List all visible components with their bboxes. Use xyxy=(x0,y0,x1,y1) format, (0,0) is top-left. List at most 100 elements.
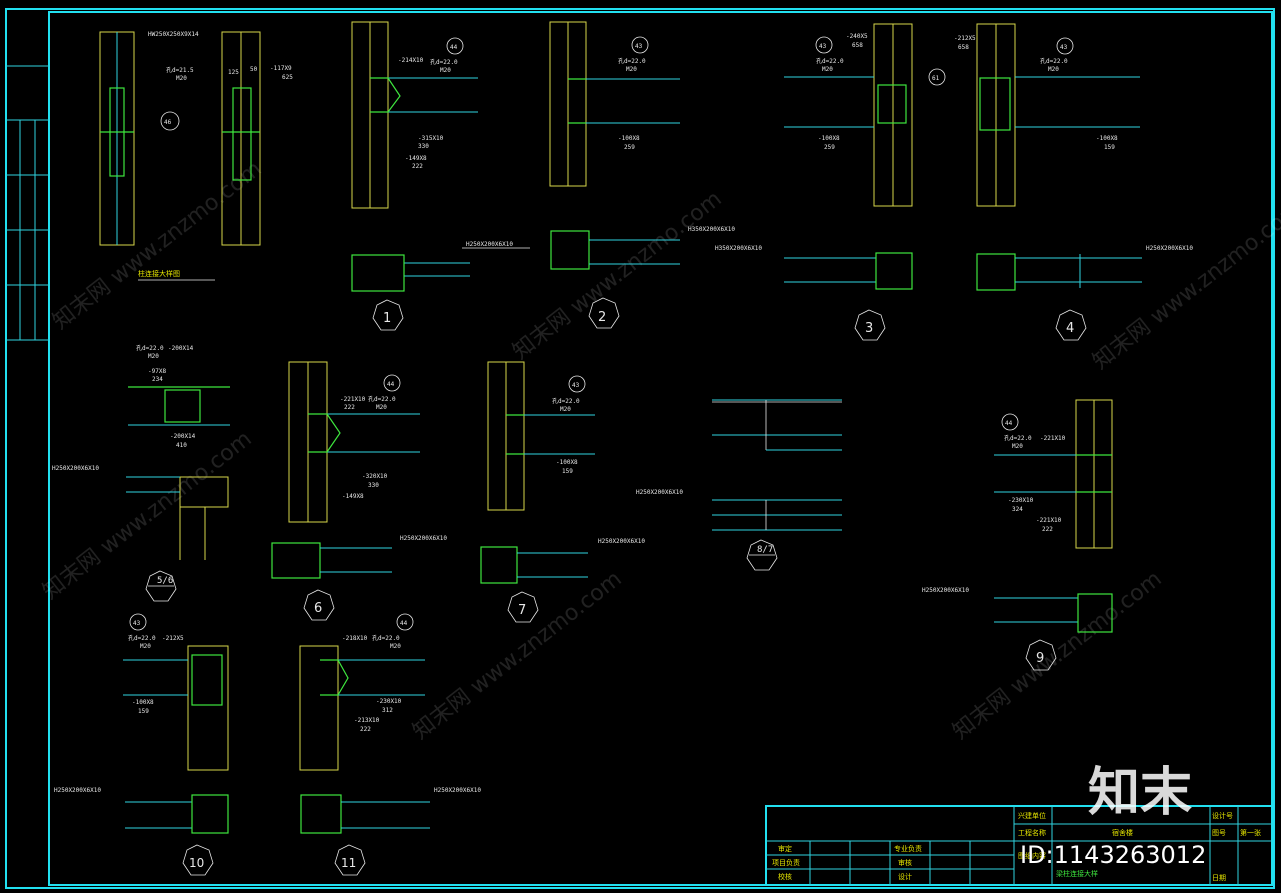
detail-number: 4 xyxy=(1066,321,1074,336)
callout-label: 61 xyxy=(932,75,940,82)
row-review: 审核 xyxy=(898,858,912,867)
label-date: 日期 xyxy=(1212,874,1226,882)
row-design: 设计 xyxy=(898,872,912,881)
detail-6: 44 孔d=22.0 M20 -221X10 222 -320X10 330 -… xyxy=(271,361,447,621)
project-value: 宿舍楼 xyxy=(1112,828,1133,837)
plate-label: -100X8 xyxy=(818,135,840,142)
beam-label: H250X200X6X10 xyxy=(1146,245,1193,252)
column-splice-detail: HW250X250X9X14 孔d=21.5 M20 -117X9 625 12… xyxy=(99,31,293,281)
row-check: 校核 xyxy=(778,872,792,881)
dim-label: 312 xyxy=(382,707,393,714)
detail-number: 8/7 xyxy=(757,545,773,555)
beam-label: H250X200X6X10 xyxy=(434,787,481,794)
plate-label: -214X10 xyxy=(398,57,424,64)
binding-strip xyxy=(6,65,49,341)
label-sheet-no: 图号 xyxy=(1212,829,1226,837)
plate-label: -212X5 xyxy=(954,35,976,42)
callout-label: 43 xyxy=(819,43,827,50)
bolt-hole-label: 孔d=21.5 xyxy=(166,66,194,74)
bolt-label: M20 xyxy=(626,66,637,73)
detail-number: 11 xyxy=(341,856,356,870)
watermark-text: 知末网 www.znzmo.com xyxy=(48,157,266,335)
plate-label: -213X10 xyxy=(354,717,380,724)
bolt-hole-label: 孔d=22.0 xyxy=(552,397,580,405)
dim-label: 159 xyxy=(138,708,149,715)
detail-number: 1 xyxy=(383,311,391,326)
dim-label: 658 xyxy=(958,44,969,51)
plate-label: -218X10 xyxy=(342,635,368,642)
dim-label: 330 xyxy=(368,482,379,489)
bolt-label: M20 xyxy=(1048,66,1059,73)
detail-3: 43 孔d=22.0 M20 -240X5 658 -100X8 259 H35… xyxy=(715,23,913,341)
detail-5-6: 孔d=22.0 M20 -97X8 234 -200X14 410 -200X1… xyxy=(52,344,230,602)
plate-label: -100X8 xyxy=(1096,135,1118,142)
watermark-text: 知末网 www.znzmo.com xyxy=(508,187,726,365)
bolt-hole-label: 孔d=22.0 xyxy=(1040,57,1068,65)
dim-label: 259 xyxy=(824,144,835,151)
sheet-value: 第一张 xyxy=(1240,828,1261,837)
bolt-hole-label: 孔d=22.0 xyxy=(618,57,646,65)
dim-label: 234 xyxy=(152,376,163,383)
detail-1: 44 孔d=22.0 M20 -214X10 -315X10 -149X8 33… xyxy=(351,21,530,331)
row-manager: 项目负责 xyxy=(772,858,800,867)
beam-label: H250X200X6X10 xyxy=(922,587,969,594)
column-section-label: HW250X250X9X14 xyxy=(148,31,199,38)
bolt-hole-label: 孔d=22.0 xyxy=(816,57,844,65)
id-text: ID:1143263012 xyxy=(1020,841,1206,869)
bolt-label: M20 xyxy=(148,353,159,360)
label-design-no: 设计号 xyxy=(1212,811,1233,820)
plate-label: -221X10 xyxy=(340,396,366,403)
bolt-hole-label: 孔d=22.0 xyxy=(372,634,400,642)
beam-label: H250X200X6X10 xyxy=(466,241,513,248)
beam-label: H350X200X6X10 xyxy=(715,245,762,252)
row-approve: 审定 xyxy=(778,844,792,853)
plate-label: -200X14 xyxy=(170,433,196,440)
callout-label: 44 xyxy=(450,44,458,51)
plate-label: -240X5 xyxy=(846,33,868,40)
column-detail-title: 柱连接大样图 xyxy=(138,269,180,278)
beam-label: H250X200X6X10 xyxy=(598,538,645,545)
dim-label: 222 xyxy=(344,404,355,411)
detail-number: 9 xyxy=(1036,651,1044,666)
dim-label: 50 xyxy=(250,66,258,73)
beam-label: H350X200X6X10 xyxy=(688,226,735,233)
callout-label: 46 xyxy=(164,119,172,126)
callout-label: 44 xyxy=(1005,420,1013,427)
detail-4: 61 43 孔d=22.0 M20 -212X5 658 -100X8 159 … xyxy=(928,23,1193,341)
plate-label: -200X14 xyxy=(168,345,194,352)
plate-label: -230X10 xyxy=(376,698,402,705)
bolt-label: M20 xyxy=(822,66,833,73)
outer-border xyxy=(5,8,1275,889)
detail-10: 43 孔d=22.0 M20 -212X5 -100X8 159 H250X20… xyxy=(54,613,229,876)
callout-label: 43 xyxy=(635,43,643,50)
detail-number: 5/6 xyxy=(157,576,173,586)
detail-number: 2 xyxy=(598,310,606,325)
plate-label: -100X8 xyxy=(132,699,154,706)
callout-label: 43 xyxy=(133,620,141,627)
label-drawing: 图纸内容 xyxy=(1018,851,1046,860)
beam-label: H250X200X6X10 xyxy=(52,465,99,472)
bolt-hole-label: 孔d=22.0 xyxy=(1004,434,1032,442)
beam-label: H250X200X6X10 xyxy=(54,787,101,794)
detail-9: 44 孔d=22.0 M20 -221X10 -230X10 324 -221X… xyxy=(922,399,1113,671)
plate-label: -230X10 xyxy=(1008,497,1034,504)
plate-label: -315X10 xyxy=(418,135,444,142)
plate-label: -320X10 xyxy=(362,473,388,480)
dim-label: 125 xyxy=(228,69,239,76)
detail-number: 6 xyxy=(314,601,322,616)
bolt-label: M20 xyxy=(176,75,187,82)
callout-label: 44 xyxy=(400,620,408,627)
dim-label: 324 xyxy=(1012,506,1023,513)
bolt-label: M20 xyxy=(440,67,451,74)
bolt-hole-label: 孔d=22.0 xyxy=(430,58,458,66)
dim-label: 222 xyxy=(360,726,371,733)
dim-label: 259 xyxy=(624,144,635,151)
dim-label: 658 xyxy=(852,42,863,49)
dim-label: 330 xyxy=(418,143,429,150)
plate-label: -100X8 xyxy=(556,459,578,466)
plate-label: -97X8 xyxy=(148,368,166,375)
detail-2: 43 孔d=22.0 M20 -100X8 259 H350X200X6X10 … xyxy=(549,21,735,329)
callout-label: 43 xyxy=(572,382,580,389)
watermark-text: 知末网 www.znzmo.com xyxy=(38,427,256,605)
